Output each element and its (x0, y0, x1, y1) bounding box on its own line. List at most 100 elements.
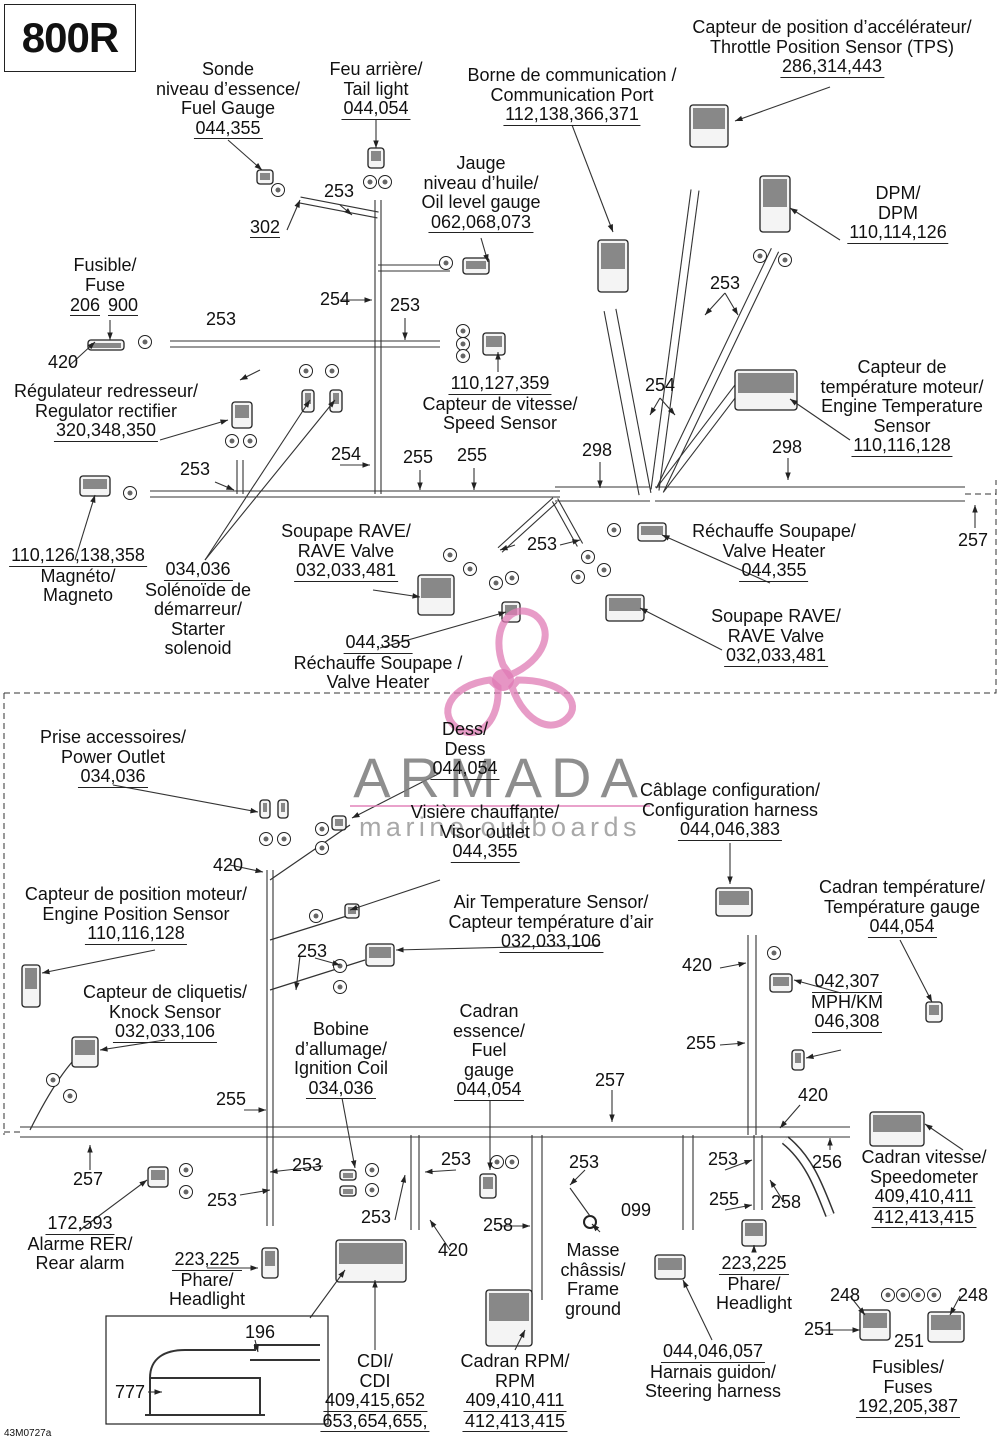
ignition-coil-connector-2-detail (343, 1189, 353, 1194)
wire-color-dot (509, 575, 515, 581)
fuse-box-2-detail (931, 1315, 961, 1330)
mph-km-connector-detail (773, 977, 789, 986)
wire-color-dot (915, 1292, 921, 1298)
arrowhead (827, 1138, 833, 1146)
wire-color-dot (183, 1189, 189, 1195)
label-configuration-harness: Câblage configuration/Configuration harn… (639, 780, 821, 841)
arrowhead (483, 254, 489, 262)
callout-258: 258 (483, 1215, 514, 1235)
arrowhead (254, 162, 262, 170)
harness-branch-comm (615, 308, 652, 493)
wire-color-dot (367, 179, 373, 185)
arrowhead (640, 608, 648, 614)
arrowhead (794, 979, 802, 985)
arrowhead (597, 480, 603, 488)
wire-color-dot (313, 913, 319, 919)
harness-branch-rave (501, 501, 558, 553)
arrowhead (650, 407, 657, 415)
harness-wires-left (269, 824, 366, 991)
tail-light-connector-detail (371, 151, 381, 161)
dess-connector-detail (369, 947, 391, 958)
callout-253: 253 (710, 273, 741, 293)
label-engine-position-sensor: Capteur de position moteur/Engine Positi… (24, 884, 248, 945)
harness-branch-fuses-inner (782, 1137, 834, 1217)
wire-color-dot (900, 1292, 906, 1298)
arrowhead (270, 1168, 278, 1174)
callout-257: 257 (73, 1169, 104, 1189)
arrowhead (226, 484, 234, 490)
wire-color-dot (67, 1093, 73, 1099)
ignition-coil-connector-1-detail (343, 1173, 353, 1178)
harness-branch-rave-right (557, 498, 584, 544)
callout-257: 257 (958, 530, 989, 550)
fuel-gauge-connector-detail (260, 173, 270, 180)
arrowhead (303, 400, 310, 408)
engine-temp-connector-detail (738, 373, 794, 393)
callout-253: 253 (207, 1190, 238, 1210)
regulator-connector-detail (235, 405, 249, 418)
arrowhead (362, 462, 370, 468)
wire-color-dot (247, 438, 253, 444)
leader-arrow (204, 399, 336, 561)
wire-color-dot (460, 341, 466, 347)
arrowhead (328, 400, 335, 408)
arrowhead (107, 332, 113, 340)
speedometer-connector-detail (873, 1115, 921, 1132)
arrowhead (780, 1120, 788, 1128)
harness-branch-rave-right (551, 501, 578, 547)
arrowhead (667, 407, 675, 415)
callout-420: 420 (213, 855, 244, 875)
callout-253: 253 (324, 181, 355, 201)
leader-arrow (639, 607, 723, 651)
arrowhead (790, 208, 798, 215)
leader-arrow (74, 494, 96, 561)
power-outlet-connector-1-detail (263, 803, 267, 812)
arrowhead (42, 968, 50, 975)
arrowhead (425, 1168, 433, 1175)
rpm-gauge-connector-detail (489, 1293, 529, 1321)
arrowhead (806, 1053, 814, 1059)
wire-color-dot (757, 253, 763, 259)
wire-color-dot (771, 950, 777, 956)
callout-298: 298 (772, 437, 803, 457)
callout-253: 253 (361, 1207, 392, 1227)
wire-color-dot (782, 257, 788, 263)
arrowhead (972, 505, 978, 513)
callout-420: 420 (438, 1240, 469, 1260)
wire-color-dot (275, 187, 281, 193)
wire-color-dot (443, 260, 449, 266)
callout-253: 253 (527, 534, 558, 554)
wire-color-dot (447, 552, 453, 558)
model-badge: 800R (4, 4, 136, 72)
arrowhead (770, 1180, 777, 1188)
wire-color-dot (601, 567, 607, 573)
arrowhead (90, 495, 96, 503)
detail-inset-box (105, 1315, 329, 1425)
wire-color-dot (460, 353, 466, 359)
arrowhead (350, 1160, 357, 1168)
callout-251: 251 (894, 1331, 925, 1351)
leader-arrow (734, 86, 831, 122)
arrowhead (751, 1245, 757, 1253)
arrowhead (926, 994, 932, 1002)
headlight-right-connector-detail (745, 1223, 763, 1236)
leader-arrow (682, 1279, 713, 1341)
arrowhead (344, 208, 352, 215)
arrowhead (495, 352, 501, 360)
armada-brand-text: ARMADA (353, 746, 647, 809)
speed-sensor-connector-detail (486, 336, 502, 347)
arrowhead (785, 472, 791, 480)
valve-heater-right-connector-detail (641, 526, 663, 535)
arrowhead (738, 961, 746, 968)
wire-color-dot (460, 328, 466, 334)
callout-254: 254 (331, 444, 362, 464)
